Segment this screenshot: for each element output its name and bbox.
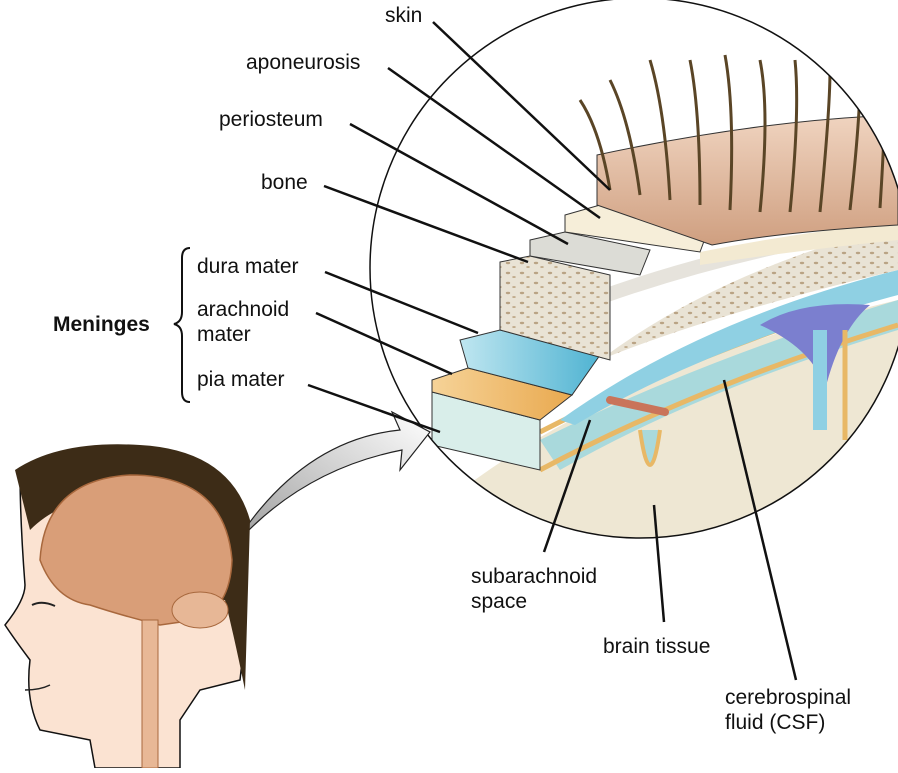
blood-vessel: [606, 396, 669, 416]
leader-lines: [307, 21, 798, 681]
label-csf: cerebrospinal fluid (CSF): [725, 686, 852, 734]
cerebellum: [171, 591, 229, 629]
leader-csf: [722, 379, 798, 681]
mouth: [24, 684, 51, 691]
leader-arachnoid: [315, 311, 453, 376]
leader-dura: [324, 270, 479, 335]
leader-bone: [323, 184, 529, 264]
label-subarachnoid-space: subarachnoid space: [471, 565, 598, 613]
label-skin: skin: [385, 4, 423, 27]
label-aponeurosis: aponeurosis: [246, 51, 361, 74]
leader-brain-tissue: [652, 504, 666, 623]
leader-subarachnoid: [542, 419, 592, 553]
block-bone: [499, 255, 611, 361]
label-arachnoid-mater: arachnoid mater: [197, 298, 290, 346]
label-dura-mater: dura mater: [197, 255, 299, 278]
label-bone: bone: [261, 171, 308, 194]
label-periosteum: periosteum: [219, 108, 323, 131]
label-brain-tissue: brain tissue: [603, 635, 711, 658]
sulcus: [638, 429, 662, 467]
leader-periosteum: [349, 122, 569, 246]
leader-aponeurosis: [387, 66, 601, 220]
label-pia-mater: pia mater: [197, 368, 285, 391]
eye: [31, 601, 56, 607]
magnify-arrow: [231, 410, 431, 549]
meninges-brace: [173, 247, 191, 403]
bone-layer-curve: [600, 225, 898, 360]
block-arachnoid: [431, 367, 574, 421]
spinal-cord: [141, 619, 159, 769]
label-meninges: Meninges: [53, 313, 150, 336]
block-periosteum: [529, 231, 651, 276]
leader-skin: [432, 21, 611, 191]
leader-pia: [307, 383, 441, 434]
aponeurosis-layer-curve: [700, 222, 898, 265]
head-profile: [4, 444, 250, 769]
magnifier-circle-outline: [369, 0, 898, 539]
brain-head: [39, 474, 233, 626]
magnified-view: [369, 0, 898, 539]
